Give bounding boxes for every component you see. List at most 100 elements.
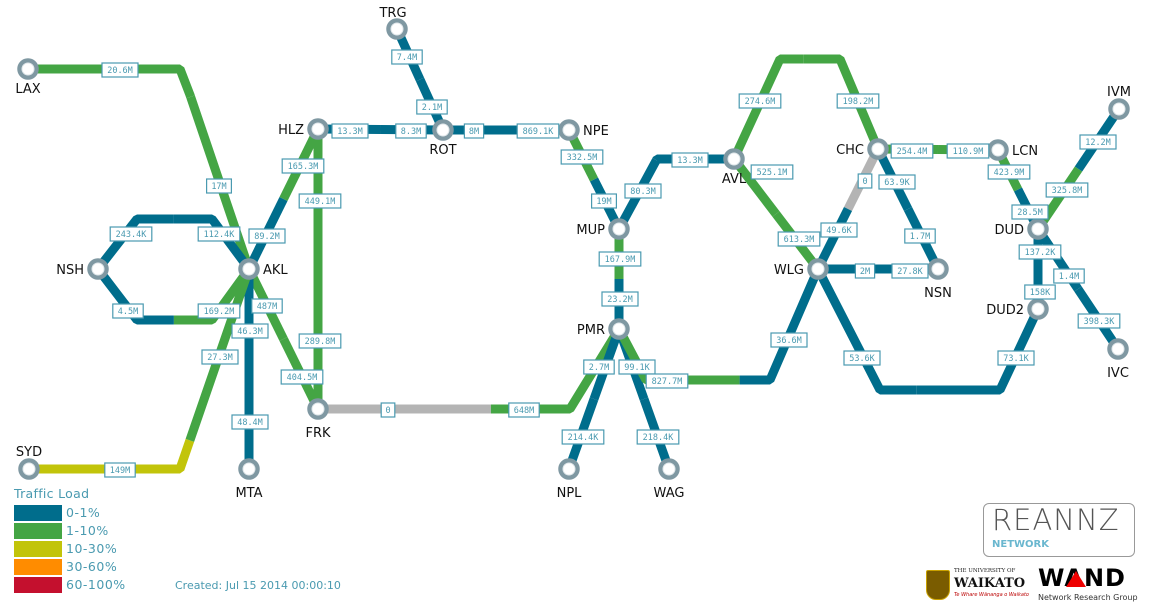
node-syd[interactable]: SYD [16,445,42,480]
waikato-logo-text: WAIKATO [954,576,1026,591]
link-label-text: 487M [257,302,277,312]
node-nsh[interactable]: NSH [56,258,109,280]
node-pmr[interactable]: PMR [577,318,630,340]
link-label-text: 158K [1030,288,1051,298]
label-box [987,164,1031,180]
link-label-text: 23.2M [607,295,633,305]
node-npl[interactable]: NPL [557,458,583,502]
link-label-text: 2M [860,267,870,277]
label-box [231,414,269,430]
node-wag[interactable]: WAG [654,458,685,502]
link-half-a[interactable] [813,266,917,395]
node-ivc[interactable]: IVC [1107,338,1129,382]
node-lax[interactable]: LAX [15,58,41,98]
link-bandwidth-label: 73.1K [997,350,1035,366]
link-label-text: 110.9M [953,147,984,157]
link-bandwidth-label: 0 [380,402,396,418]
node-ring-highlight [612,222,626,236]
nodes-layer: LAX TRG HLZ ROT NPE AVL CHC LCN IVM NSH AKL MUP WLG N… [15,6,1131,501]
node-label: NSH [56,263,84,278]
link-wlg-dud2[interactable] [813,266,1043,395]
link-half-a[interactable] [29,438,195,474]
link-half-b[interactable] [803,54,883,151]
node-trg[interactable]: TRG [378,6,408,40]
node-avl[interactable]: AVL [722,148,747,188]
node-akl[interactable]: AKL [238,258,289,280]
link-bandwidth-label: 110.9M [946,143,990,159]
link-chc-wlg[interactable] [813,146,883,272]
legend-item: 0-1% [14,504,126,522]
link-chc-nsn[interactable] [873,146,943,272]
node-mta[interactable]: MTA [235,458,263,502]
node-label: ROT [429,143,456,158]
link-label-text: 20.6M [107,66,133,76]
link-trg-rot[interactable] [392,27,448,132]
node-mup[interactable]: MUP [576,218,630,240]
link-label-text: 2.7M [589,363,609,373]
node-label: CHC [836,143,864,158]
link-label-text: 137.2K [1025,248,1057,258]
link-half-a[interactable] [1034,166,1083,232]
link-bandwidth-label: 17M [206,178,233,194]
node-label: AKL [263,263,288,278]
link-half-a[interactable] [94,266,174,325]
link-bandwidth-label: 8.3M [395,123,427,139]
link-dud-ivm[interactable] [1034,106,1123,232]
node-chc[interactable]: CHC [836,138,889,160]
link-bandwidth-label: 27.8K [891,263,929,279]
node-rot[interactable]: ROT [429,119,457,159]
link-bandwidth-label: 869.1K [516,123,560,139]
reannz-logo-text: REANNZ [992,503,1120,537]
label-box [395,123,427,139]
link-label-text: 398.3K [1084,317,1116,327]
link-label-text: 13.3M [677,156,703,166]
link-half-a[interactable] [94,214,174,272]
label-box [298,193,342,209]
link-half-b[interactable] [739,267,823,385]
label-box [560,149,604,165]
link-bandwidth-label: 169.2M [197,303,241,319]
label-box [1053,268,1085,284]
label-box [738,93,782,109]
link-bandwidth-label: 12.2M [1079,134,1117,150]
link-label-text: 827.7M [652,377,683,387]
link-nsh-akl[interactable] [94,266,253,325]
node-wlg[interactable]: WLG [774,258,829,280]
legend-label: 30-60% [66,559,118,574]
node-dud2[interactable]: DUD2 [986,298,1049,320]
node-lcn[interactable]: LCN [987,139,1039,161]
label-box [112,303,144,319]
link-frk-pmr[interactable] [318,326,623,414]
link-half-b[interactable] [916,307,1043,395]
link-bandwidth-label: 289.8M [298,333,342,349]
link-avl-chc[interactable] [729,54,883,161]
label-box [1045,182,1089,198]
node-label: SYD [16,445,42,460]
label-box [251,298,283,314]
label-box [298,333,342,349]
label-box [854,263,876,279]
link-bandwidth-label: 149M [104,462,136,478]
link-syd-akl[interactable] [29,267,254,474]
node-hlz[interactable]: HLZ [278,118,329,140]
node-label: PMR [577,323,605,338]
node-npe[interactable]: NPE [558,119,609,141]
link-half-b[interactable] [173,214,253,272]
link-label-text: 165.3M [288,162,319,172]
link-half-b[interactable] [813,206,853,272]
node-frk[interactable]: FRK [305,398,331,442]
link-npe-mup[interactable] [564,127,624,232]
link-half-a[interactable] [729,54,804,161]
node-dud[interactable]: DUD [994,218,1049,240]
link-label-text: 36.6M [776,336,802,346]
link-half-b[interactable] [185,267,254,442]
node-ivm[interactable]: IVM [1107,85,1131,120]
link-half-a[interactable] [730,156,780,217]
label-box [946,143,990,159]
node-nsn[interactable]: NSN [924,258,952,302]
node-ring-highlight [242,262,256,276]
wand-logo-subtext: Network Research Group [1038,593,1138,602]
link-nsh-akl[interactable] [94,214,253,272]
link-bandwidth-label: 398.3K [1077,313,1121,329]
link-half-b[interactable] [173,266,253,325]
